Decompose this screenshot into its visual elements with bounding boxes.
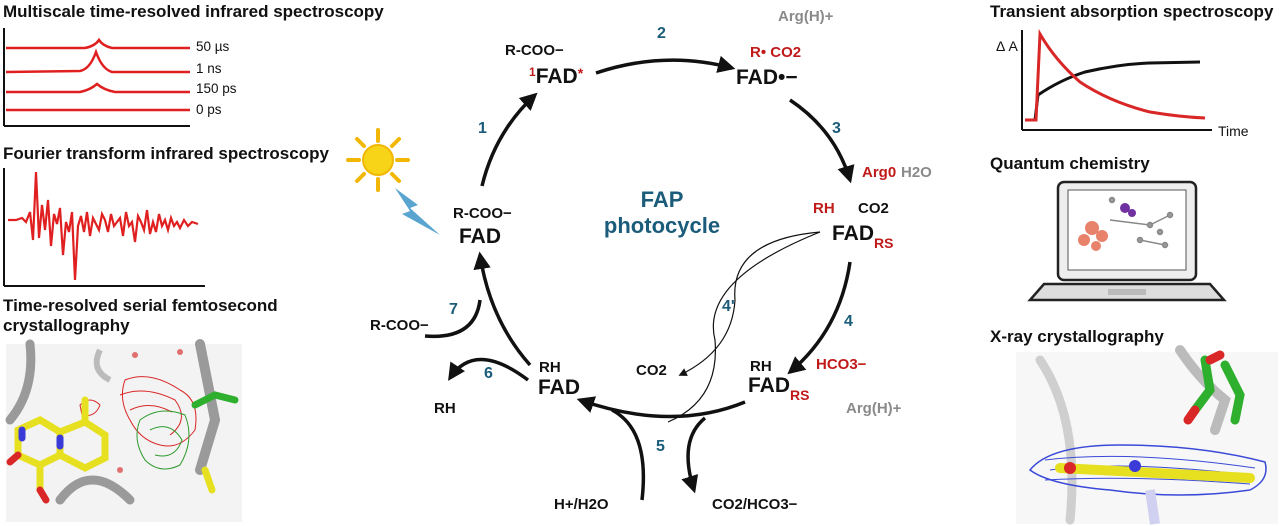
tr-ir-label-150ps: 150 ps xyxy=(196,81,237,96)
ftir-title: Fourier transform infrared spectroscopy xyxy=(3,144,329,163)
left-state-rcoo: R-COO− xyxy=(453,205,512,222)
xray-title: X-ray crystallography xyxy=(990,327,1164,346)
sfx-title-line2: crystallography xyxy=(3,316,130,335)
step-2-number: 2 xyxy=(657,25,666,42)
ta-title: Transient absorption spectroscopy xyxy=(990,2,1274,21)
product-h-h2o: H+/H2O xyxy=(554,496,609,513)
bottom-left-fad: FAD xyxy=(538,376,580,399)
bottom-right-rh: RH xyxy=(750,358,772,375)
bottom-right-fad-rs: RS xyxy=(790,387,810,403)
tr-ir-title: Multiscale time-resolved infrared spectr… xyxy=(3,2,384,21)
right-rh: RH xyxy=(813,200,835,217)
photocycle-title-line1: FAP xyxy=(640,187,684,212)
right-fad-rs: RS xyxy=(874,235,894,251)
substrate-rcoo: R-COO− xyxy=(370,317,429,334)
step-3-number: 3 xyxy=(832,120,841,137)
step-1-number: 1 xyxy=(478,120,487,137)
right-fad: FAD xyxy=(832,222,874,245)
top-right-arg: Arg(H)+ xyxy=(778,8,834,25)
excited-star: * xyxy=(577,65,584,81)
product-co2: CO2 xyxy=(636,362,667,379)
ta-ylabel: Δ A xyxy=(996,38,1018,54)
top-left-state-rcoo: R-COO− xyxy=(505,42,564,59)
photocycle-title-line2: photocycle xyxy=(603,213,721,238)
qc-title: Quantum chemistry xyxy=(990,154,1150,173)
bottom-right-fad-group: FADRS xyxy=(748,374,809,403)
bottom-right-arg: Arg(H)+ xyxy=(846,400,902,417)
tr-ir-label-50us: 50 µs xyxy=(196,39,230,54)
right-fad-group: FADRS xyxy=(832,222,893,251)
photocycle-title: FAP photocycle xyxy=(600,187,724,239)
top-left-state-fad: FAD xyxy=(535,65,578,88)
bottom-left-rh: RH xyxy=(539,359,561,376)
ta-xlabel: Time xyxy=(1218,123,1249,139)
bottom-right-fad: FAD xyxy=(748,374,790,397)
product-rh: RH xyxy=(434,400,456,417)
right-water: H2O xyxy=(901,164,932,181)
singlet-superscript: 1 xyxy=(529,65,536,79)
step-7-number: 7 xyxy=(449,301,458,318)
bottom-right-hco3: HCO3− xyxy=(816,356,867,373)
right-co2: CO2 xyxy=(858,200,889,217)
right-arg0: Arg0 xyxy=(862,164,897,181)
sfx-title-line1: Time-resolved serial femtosecond xyxy=(3,296,278,315)
step-4prime-number: 4' xyxy=(722,298,735,315)
product-co2-hco3: CO2/HCO3− xyxy=(712,496,798,513)
left-state-fad: FAD xyxy=(459,225,501,248)
step-6-number: 6 xyxy=(484,365,493,382)
sfx-title: Time-resolved serial femtosecond crystal… xyxy=(3,296,278,336)
step-4-number: 4 xyxy=(844,313,853,330)
top-right-radical: R• CO2 xyxy=(750,44,802,61)
tr-ir-label-1ns: 1 ns xyxy=(196,61,222,76)
top-left-state-fad-group: 1FAD* xyxy=(529,65,583,89)
tr-ir-label-0ps: 0 ps xyxy=(196,102,222,117)
top-right-fad: FAD•− xyxy=(736,66,798,89)
step-5-number: 5 xyxy=(656,438,665,455)
